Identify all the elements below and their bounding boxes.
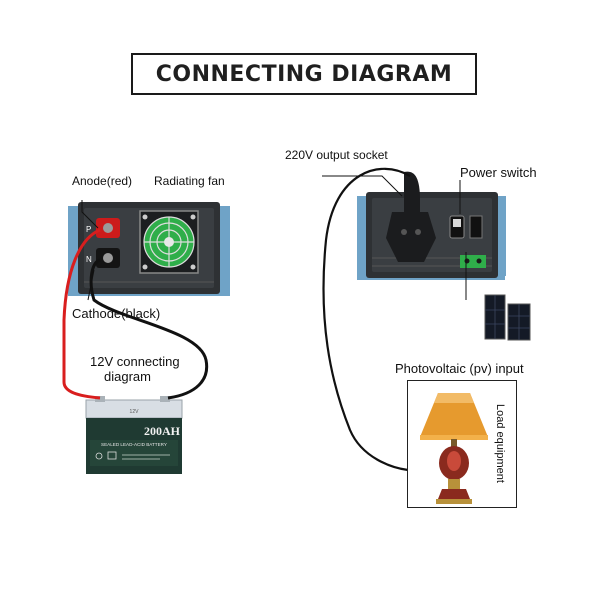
diagram-title-frame: CONNECTING DIAGRAM [131, 53, 477, 95]
output-socket-label: 220V output socket [285, 148, 388, 162]
negative-terminal: N [86, 248, 120, 268]
load-equipment-label: Load equipment [494, 404, 506, 483]
battery-caption-line1: 12V connecting [90, 354, 180, 369]
pv-input-label: Photovoltaic (pv) input [395, 361, 524, 376]
ac-output-socket [386, 212, 436, 262]
positive-terminal: P [86, 218, 120, 238]
socket-plug [404, 171, 420, 214]
battery-voltage: 12V [130, 409, 140, 415]
left-inverter-right-flange [218, 206, 230, 292]
socket-pointer [322, 175, 403, 197]
cathode-label: Cathode(black) [72, 306, 161, 321]
svg-text:N: N [86, 255, 92, 264]
lamp-shade [420, 393, 488, 437]
cathode-pointer [87, 269, 95, 301]
load-equipment-frame [407, 380, 517, 508]
diagram-title: CONNECTING DIAGRAM [155, 61, 453, 87]
left-inverter: P N [68, 202, 230, 296]
svg-text:P: P [86, 225, 91, 234]
black-wire [89, 258, 209, 400]
power-cord [322, 167, 411, 472]
anode-label: Anode(red) [72, 174, 133, 188]
battery-12v: 200AH SEALED LEAD-ACID BATTERY 12V [85, 396, 183, 474]
aux-switch [469, 215, 483, 239]
right-inverter [357, 171, 506, 300]
radiating-fan-label: Radiating fan [154, 174, 225, 188]
battery-caption-line2: diagram [104, 369, 151, 384]
solar-panels [484, 294, 531, 341]
radiating-fan [139, 210, 199, 274]
power-switch-label: Power switch [460, 165, 537, 180]
battery-capacity: 200AH [144, 424, 181, 438]
pv-connector [460, 255, 486, 268]
red-wire [62, 228, 101, 400]
lamp-illustration [420, 393, 488, 504]
anode-pointer [81, 200, 99, 229]
battery-subtitle: SEALED LEAD-ACID BATTERY [101, 442, 167, 447]
